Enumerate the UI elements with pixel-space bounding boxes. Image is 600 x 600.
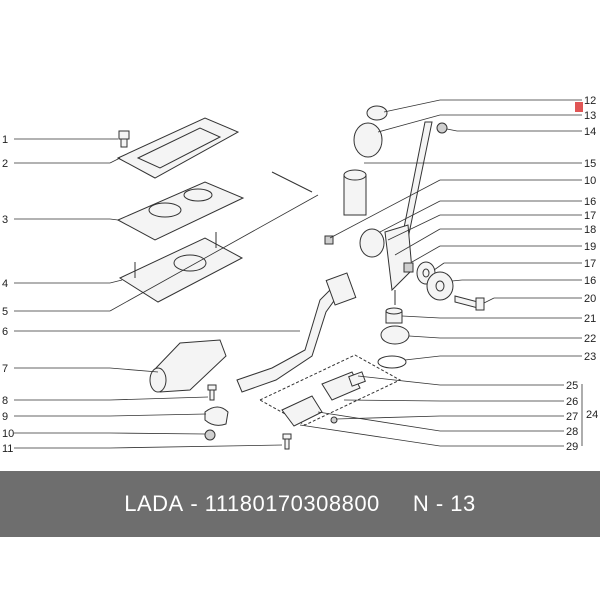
leader-line <box>401 315 441 319</box>
leader-lines <box>14 99 582 449</box>
leader-line <box>109 218 119 221</box>
part-cover <box>116 181 245 241</box>
part-shift-rod <box>236 272 357 393</box>
part-shift-knob <box>353 122 383 158</box>
callout-6: 6 <box>2 326 8 338</box>
part-nut-top <box>436 122 448 134</box>
leader-line <box>329 179 441 239</box>
callout-10: 10 <box>2 428 14 440</box>
leader-line <box>404 355 441 361</box>
part-connector <box>324 235 334 245</box>
callout-group-24: 24 <box>586 409 598 421</box>
leader-line <box>109 444 283 449</box>
callout-25: 25 <box>566 380 578 392</box>
part-washers <box>403 261 454 301</box>
callout-29: 29 <box>566 441 578 453</box>
callout-19: 19 <box>584 241 596 253</box>
callout-10: 10 <box>584 175 596 187</box>
part-knob-cap <box>366 105 388 121</box>
callout-5: 5 <box>2 306 8 318</box>
callout-labels: 1234567891011121314151016171819171620212… <box>2 95 596 455</box>
part-bush <box>380 307 410 345</box>
callout-14: 14 <box>584 126 596 138</box>
callout-28: 28 <box>566 426 578 438</box>
callout-2: 2 <box>2 158 8 170</box>
callout-23: 23 <box>584 351 596 363</box>
leader-line <box>411 245 441 263</box>
group-bracket: 24 <box>581 384 598 446</box>
leader-line <box>109 396 209 401</box>
leader-line <box>451 279 463 282</box>
callout-26: 26 <box>566 396 578 408</box>
leader-line <box>299 424 441 447</box>
callout-15: 15 <box>584 158 596 170</box>
leader-line <box>109 413 207 417</box>
part-base-housing <box>118 232 244 303</box>
callout-22: 22 <box>584 333 596 345</box>
leader-line <box>408 335 441 339</box>
part-number-text: 11180170308800 <box>204 491 380 516</box>
callout-16: 16 <box>584 196 596 208</box>
leader-line <box>109 279 123 284</box>
callout-17: 17 <box>584 210 596 222</box>
leader-line <box>343 399 441 402</box>
callout-27: 27 <box>566 411 578 423</box>
callout-8: 8 <box>2 395 8 407</box>
part-clamp <box>204 406 229 426</box>
part-nut <box>204 429 216 441</box>
part-screw-small <box>282 433 292 450</box>
leader-line <box>335 415 441 420</box>
callout-16: 16 <box>584 275 596 287</box>
callout-12: 12 <box>584 95 596 107</box>
leader-line <box>109 157 121 164</box>
leader-line <box>387 214 441 241</box>
leader-line <box>109 367 159 373</box>
spacer-text <box>380 491 413 517</box>
part-screw <box>207 384 217 401</box>
page-text: N - 13 <box>412 491 476 516</box>
leader-line <box>383 99 441 113</box>
part-boot <box>149 339 227 393</box>
part-snap-ring <box>377 355 407 369</box>
callout-9: 9 <box>2 411 8 423</box>
leader-line <box>483 297 495 304</box>
part-gasket-plate <box>116 117 240 179</box>
leader-line <box>317 411 441 432</box>
part-long-bolt <box>454 295 485 311</box>
leader-line <box>433 262 445 271</box>
leader-line <box>394 228 441 256</box>
callout-7: 7 <box>2 363 8 375</box>
callout-21: 21 <box>584 313 596 325</box>
callout-11: 11 <box>2 443 13 455</box>
callout-13: 13 <box>584 110 596 122</box>
separator-text: - <box>183 491 205 516</box>
leader-line <box>377 114 441 133</box>
callout-4: 4 <box>2 278 8 290</box>
callout-18: 18 <box>584 224 596 236</box>
leader-line <box>109 194 319 312</box>
leader-line <box>379 200 441 233</box>
leader-line <box>109 432 206 435</box>
brand-text: LADA <box>124 491 184 516</box>
leader-line <box>446 128 458 132</box>
part-strap <box>271 171 313 193</box>
callout-3: 3 <box>2 214 8 226</box>
callout-17: 17 <box>584 258 596 270</box>
callout-1: 1 <box>2 134 8 146</box>
highlight-marker <box>575 102 583 112</box>
part-number-banner: LADA - 11180170308800 N - 13 <box>0 471 600 537</box>
part-bolt <box>118 130 130 148</box>
callout-20: 20 <box>584 293 596 305</box>
part-lever-housing <box>343 169 367 216</box>
leader-line <box>357 375 441 386</box>
